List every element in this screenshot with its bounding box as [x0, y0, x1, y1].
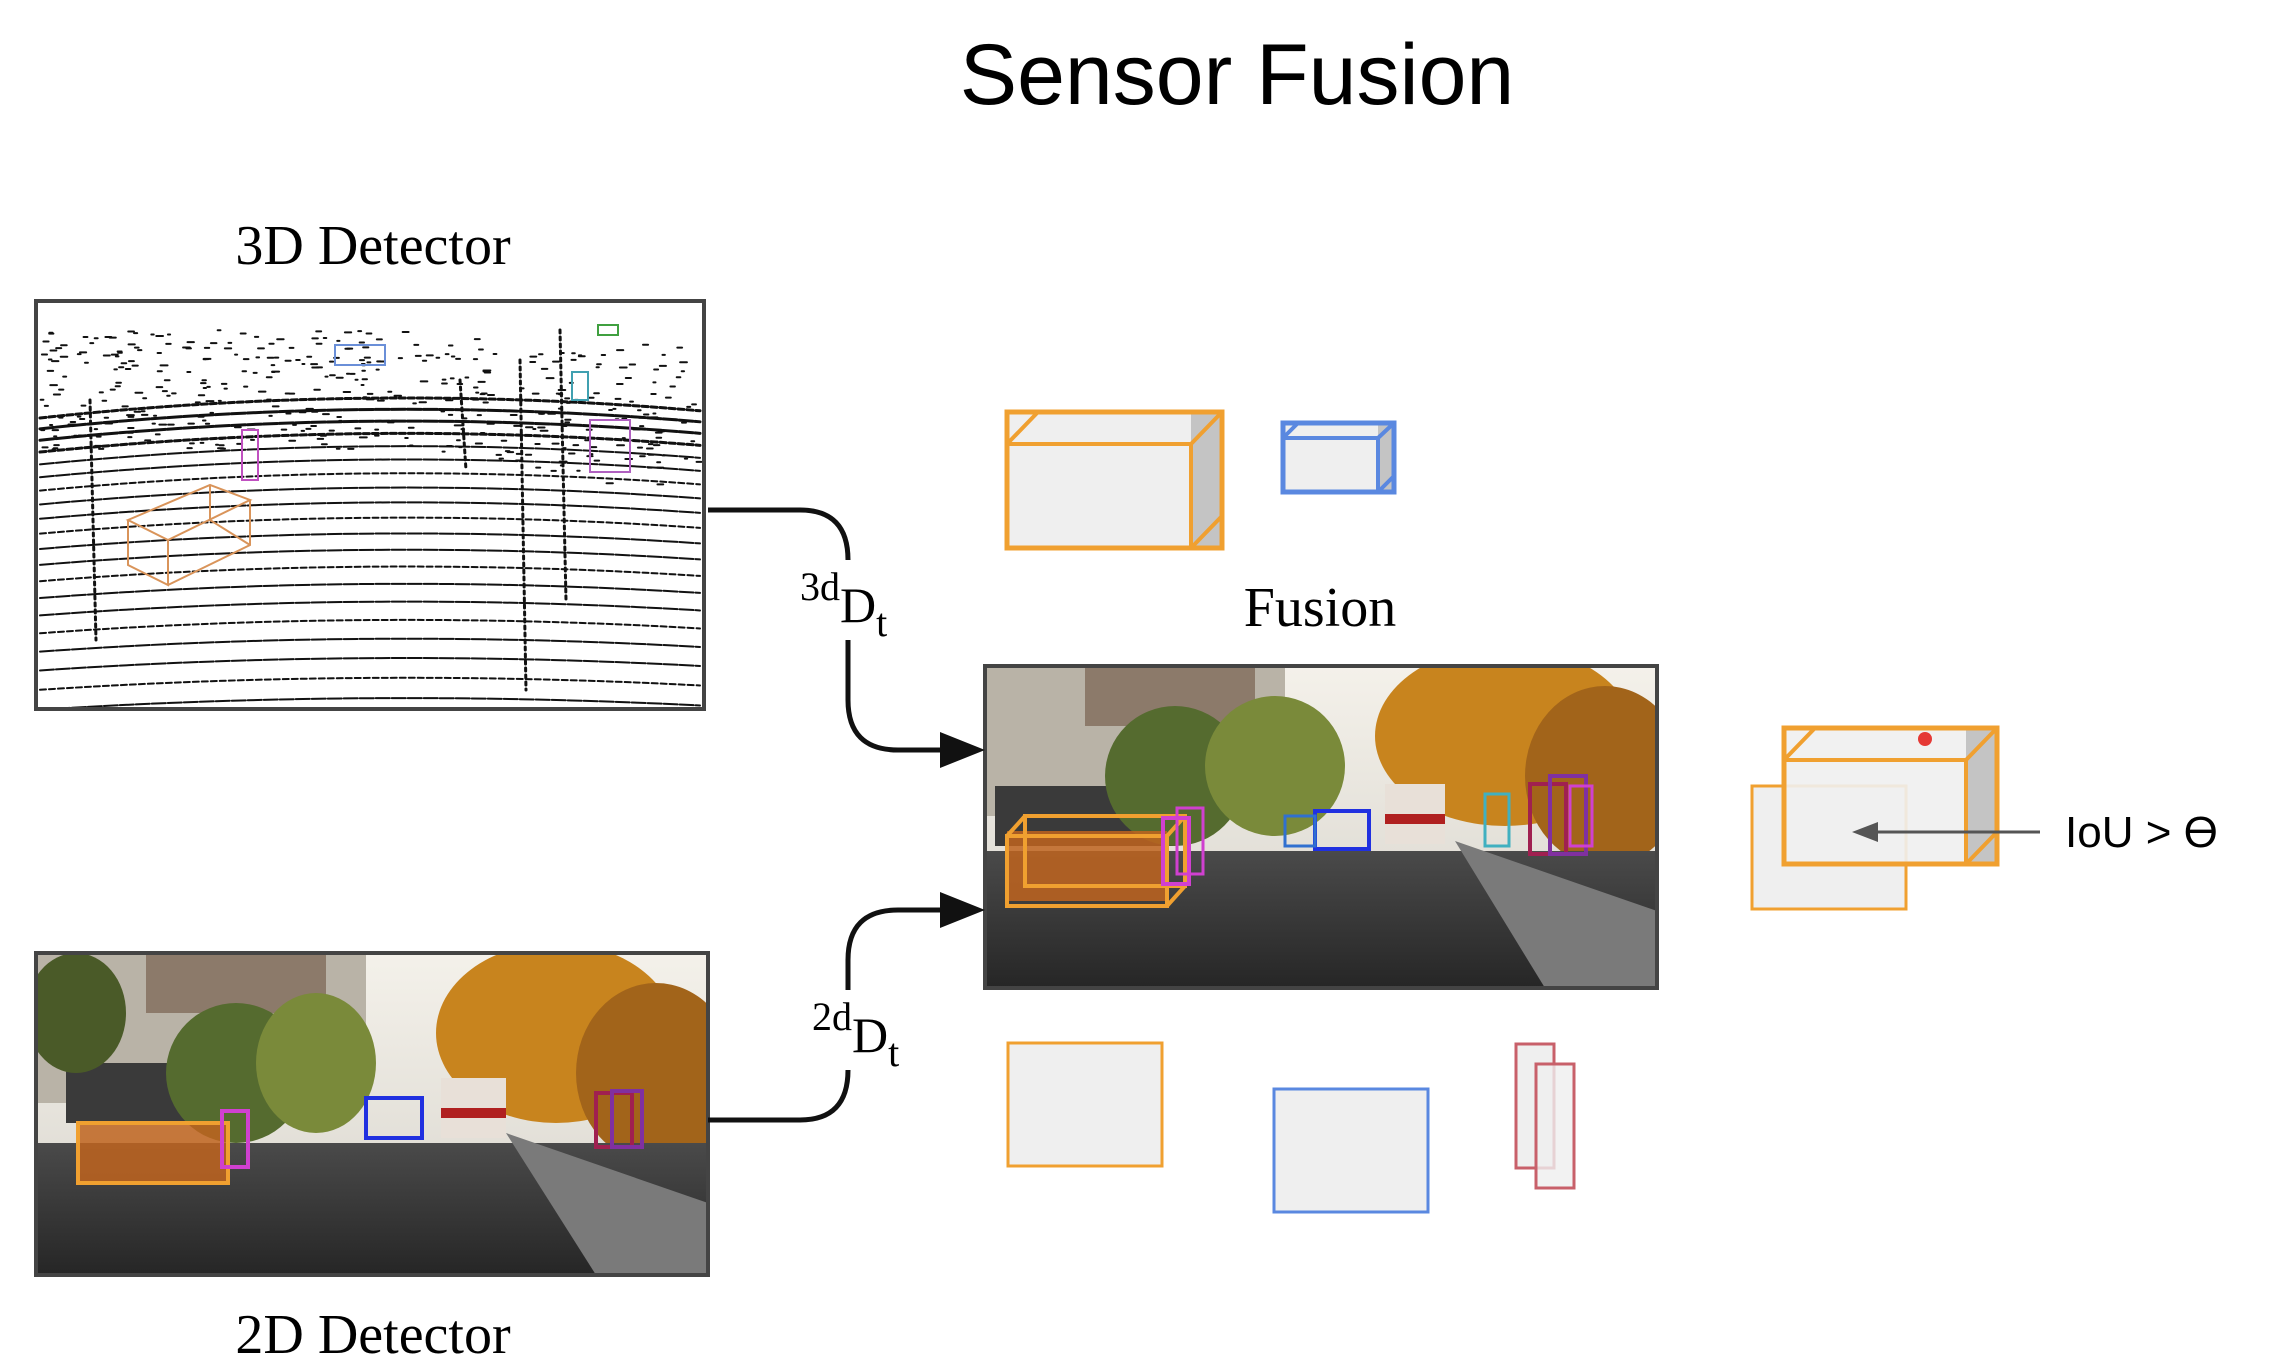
car-3d-box-icon [1004, 409, 1225, 551]
lidar-scan-line [39, 548, 701, 566]
iou-illustration [1750, 725, 2040, 911]
lidar-scan-line [39, 458, 701, 479]
lidar-structure [558, 328, 568, 602]
lidar-structure [88, 398, 98, 642]
fused-pedestrian-box [1175, 806, 1205, 876]
camera-pedestrian-box [220, 1109, 250, 1169]
lidar-scan-line [39, 657, 701, 672]
car-2d-box-icon [1006, 1041, 1164, 1168]
lidar-scan-line [39, 637, 701, 653]
lidar-scan-line [39, 472, 701, 492]
fused-cyclist-box [1483, 792, 1511, 848]
fused-pedestrian-box [1548, 774, 1588, 856]
fusion-label: Fusion [1244, 577, 1397, 639]
lidar-scan-line [39, 445, 701, 466]
lidar-pedestrian-box [241, 429, 259, 481]
lidar-scan-line [39, 618, 701, 635]
lidar-scan-line [39, 516, 701, 535]
fused-pedestrian-box [1568, 784, 1594, 848]
lidar-scan-line [39, 676, 701, 691]
lidar-cyclist-box [571, 371, 589, 401]
lidar-scan-line [38, 396, 702, 420]
lidar-small-box [597, 324, 619, 336]
vehicle-3d-box-icon [1280, 420, 1397, 495]
detector3d-label: 3D Detector [235, 215, 511, 277]
projected-center-dot [1918, 732, 1932, 746]
lidar-pedestrian-box [589, 419, 631, 473]
lidar-scan-line [39, 532, 701, 550]
lidar-scan-line [39, 600, 701, 617]
edge-2d-label: 2dDt [812, 994, 899, 1075]
lidar-scan-line [38, 431, 702, 454]
lidar-scan-line [39, 565, 701, 583]
diagram-title: Sensor Fusion [960, 27, 1515, 123]
vehicle-2d-box-icon [1272, 1087, 1430, 1214]
detector2d-label: 2D Detector [235, 1304, 511, 1364]
lidar-scan-line [39, 582, 701, 600]
lidar-vehicle-box [334, 344, 386, 366]
edge-3d-label: 3dDt [800, 564, 887, 645]
iou-label: IoU > ϴ [2065, 808, 2218, 857]
lidar-point-cloud-image [34, 299, 706, 711]
pedestrian-2d-box-icon [1514, 1042, 1576, 1190]
lidar-scan-line [39, 486, 701, 506]
fused-vehicle-box [1283, 814, 1317, 848]
camera-vehicle-box [364, 1096, 424, 1140]
street-scene-camera-image [34, 951, 710, 1277]
lidar-car-box [125, 483, 253, 587]
lidar-structure [518, 358, 528, 692]
iou-3d-box [1781, 725, 2000, 867]
fused-street-scene-image [983, 664, 1659, 990]
lidar-structure [458, 378, 468, 472]
lidar-scan-line [38, 419, 702, 442]
camera-pedestrian-box [610, 1089, 644, 1149]
lidar-scan-line [39, 697, 701, 711]
camera-car-box [76, 1121, 230, 1185]
lidar-scan-line [39, 501, 701, 520]
